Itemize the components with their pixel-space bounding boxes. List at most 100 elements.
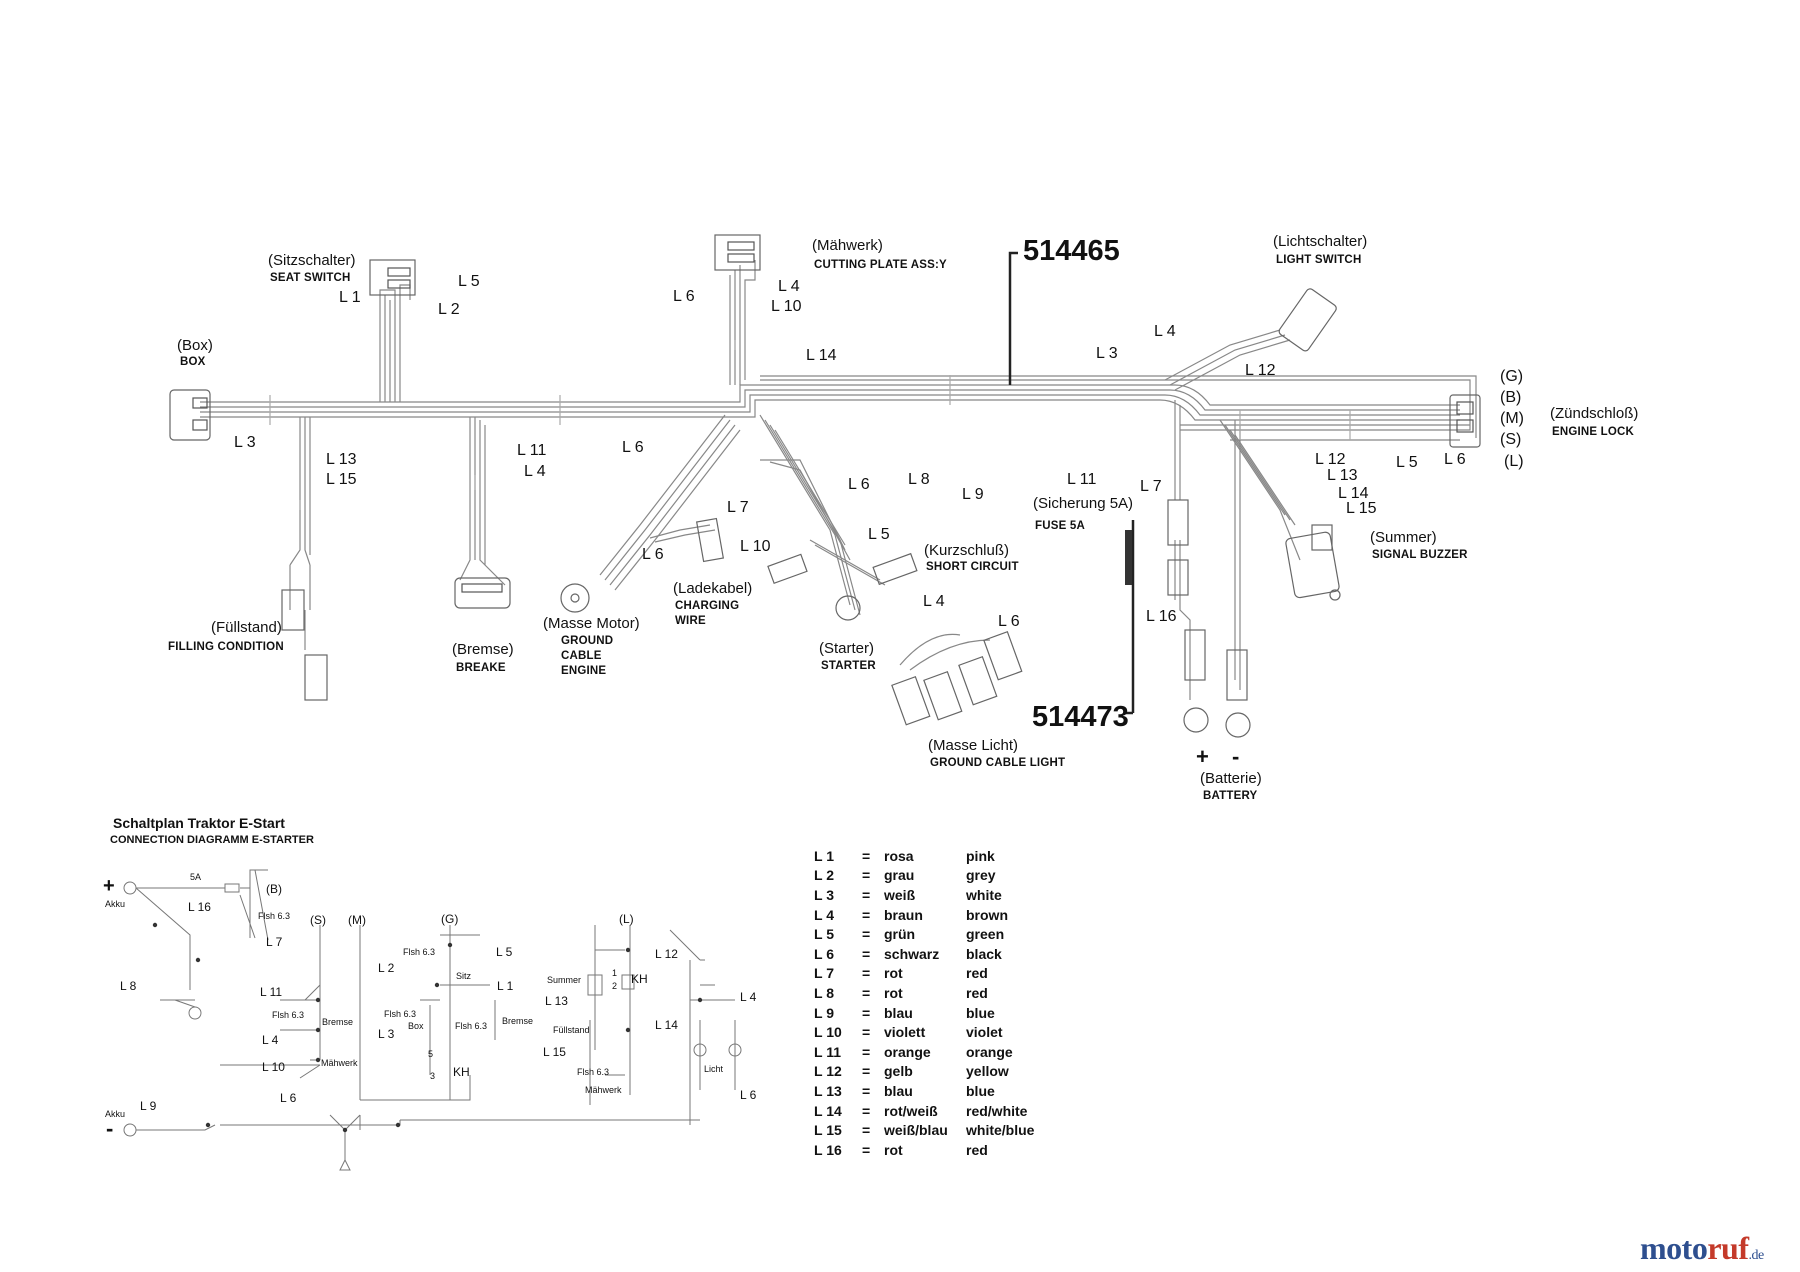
schematic-flsh: Flsh 6.3 [455,1021,488,1031]
schematic-maehwerk: Mähwerk [321,1058,358,1068]
charging-label-en2: WIRE [675,615,706,627]
legend-code: L 14 [814,1102,842,1119]
legend-en: violet [966,1024,1003,1041]
box-label-en: BOX [180,356,206,368]
schematic-box: Box [408,1021,424,1031]
legend-de: grün [884,926,916,943]
schematic-wire: L 6 [280,1091,297,1105]
schematic-bremse: Bremse [502,1016,534,1026]
pin-s: (S) [1500,431,1522,448]
legend-de: rot [884,984,903,1001]
schematic-sitz: Sitz [456,971,472,981]
battery-plus-sign: + [1196,744,1209,769]
legend-eq: = [862,1043,871,1060]
legend-eq: = [862,1024,871,1041]
legend-de: blau [884,1082,913,1099]
wire-label: L 7 [727,499,749,516]
legend-code: L 3 [814,886,834,903]
ground-motor-label-en2: CABLE [561,650,602,662]
legend-de: rosa [884,847,914,864]
wire-label: L 1 [339,289,361,306]
filling-label-en: FILLING CONDITION [168,641,284,653]
wire-label: L 13 [1327,467,1358,484]
wire-label: L 13 [326,451,357,468]
fuse-element [1125,530,1132,585]
ground-motor-label-en1: GROUND [561,635,614,647]
legend-de: rot/weiß [884,1102,938,1119]
pin-g: (G) [1500,368,1524,385]
buzzer-label-de: (Summer) [1370,529,1437,546]
schematic-m: (M) [348,913,366,927]
legend-code: L 11 [814,1043,841,1060]
legend-en: grey [966,867,996,884]
wire-label: L 10 [740,538,771,555]
short-circuit-label-en: SHORT CIRCUIT [926,561,1019,573]
legend-eq: = [862,926,871,943]
battery-label-en: BATTERY [1203,790,1258,802]
charging-label-de: (Ladekabel) [673,580,753,597]
starter-label-de: (Starter) [819,640,875,657]
legend-en: yellow [966,1063,1009,1080]
legend-code: L 9 [814,1004,834,1021]
battery-label-de: (Batterie) [1200,770,1262,787]
engine-lock-label-de: (Zündschloß) [1550,405,1639,422]
legend-de: blau [884,1004,913,1021]
wire-label: L 3 [234,434,256,451]
schematic-b: (B) [266,882,282,896]
legend-en: red [966,984,988,1001]
schematic-flsh: Flsh 6.3 [272,1010,305,1020]
schematic-wire: L 11 [260,985,283,999]
legend-en: orange [966,1043,1013,1060]
legend-code: L 12 [814,1063,842,1080]
fuse-label-en: FUSE 5A [1035,520,1085,532]
short-circuit-label-de: (Kurzschluß) [924,542,1010,559]
legend-en: white [966,886,1002,903]
schematic-n3: 3 [430,1071,436,1081]
legend-de: schwarz [884,945,940,962]
part-number-fuse: 514473 [1032,701,1129,733]
schematic-flsh: Flsh 6.3 [577,1067,610,1077]
legend-en: blue [966,1004,995,1021]
light-switch-label-en: LIGHT SWITCH [1276,254,1362,266]
brake-label-de: (Bremse) [452,641,514,658]
wire-label: L 4 [524,463,546,480]
schematic-minus: - [106,1116,114,1141]
legend-en: black [966,945,1002,962]
wire-label: L 4 [1154,323,1176,340]
ground-motor-label-en3: ENGINE [561,665,607,677]
schematic-kh-summer: KH [631,972,648,986]
brake-label-en: BREAKE [456,662,506,674]
wire-label: L 16 [1146,608,1177,625]
legend-eq: = [862,1063,871,1080]
starter-label-en: STARTER [821,660,876,672]
legend-de: weiß/blau [884,1122,948,1139]
schematic-wire: L 4 [740,990,757,1004]
fuse-label-de: (Sicherung 5A) [1033,495,1134,512]
schematic-flsh: Flsh 6.3 [384,1009,417,1019]
schematic-akku-plus: Akku [105,899,126,909]
legend-eq: = [862,965,871,982]
legend-de: grau [884,867,915,884]
legend-de: braun [884,906,923,923]
wire-label: L 4 [923,593,945,610]
schematic-fuse: 5A [190,872,202,882]
engine-lock-label-en: ENGINE LOCK [1552,426,1635,438]
logo-part-b: ruf [1707,1230,1749,1266]
wire-label: L 8 [908,471,930,488]
schematic-subtitle: CONNECTION DIAGRAMM E-STARTER [110,834,314,846]
legend-code: L 15 [814,1122,842,1139]
legend-code: L 2 [814,867,834,884]
ground-light-label-de: (Masse Licht) [928,737,1019,754]
schematic-maehwerk: Mähwerk [585,1085,622,1095]
